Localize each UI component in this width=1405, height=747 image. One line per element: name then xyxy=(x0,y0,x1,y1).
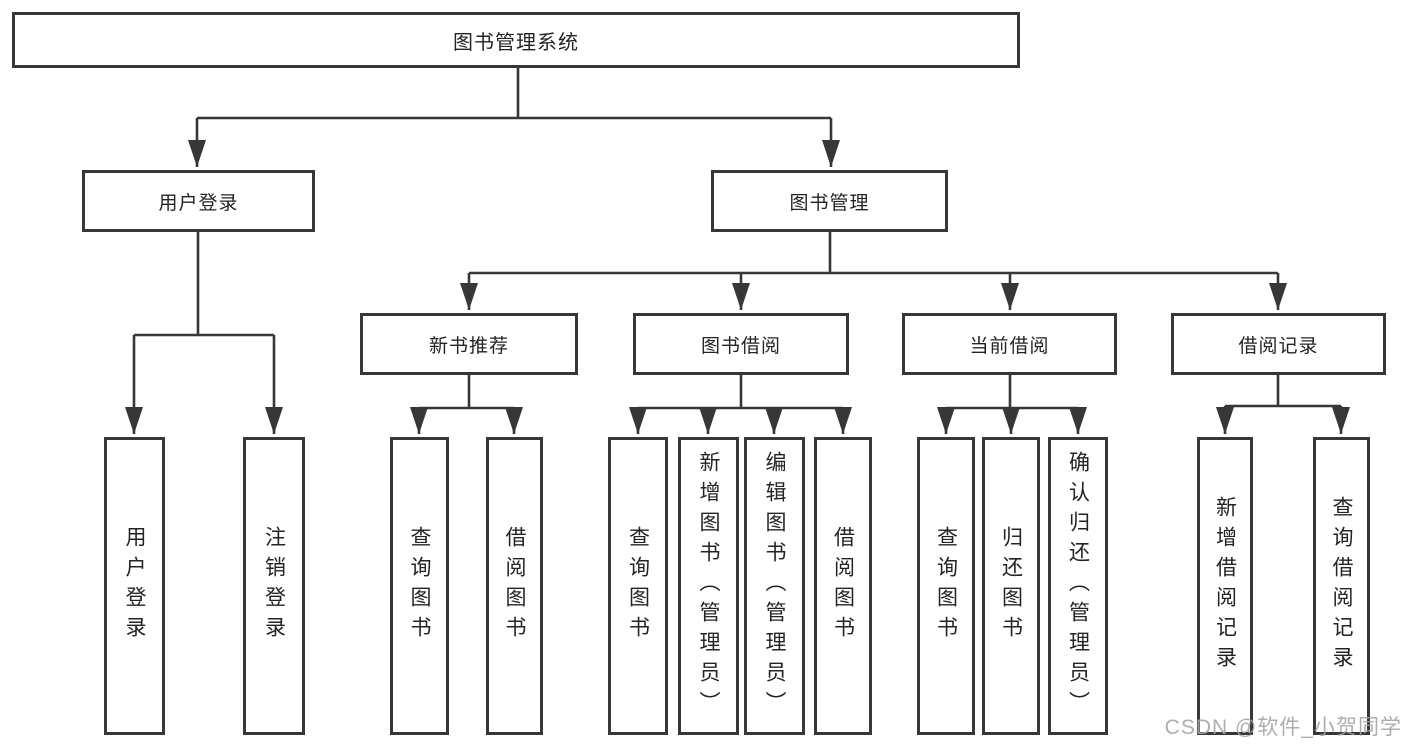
node-query-books-recommend: 查询图书 xyxy=(390,437,449,735)
node-confirm-return-admin: 确认归还（管理员） xyxy=(1048,437,1108,735)
node-add-book-admin: 新增图书（管理员） xyxy=(678,437,739,735)
node-book-management: 图书管理 xyxy=(711,170,948,232)
node-query-borrow-record: 查询借阅记录 xyxy=(1313,437,1370,735)
node-user-login: 用户登录 xyxy=(82,170,315,232)
node-user-login-leaf: 用户登录 xyxy=(104,437,165,735)
node-logout: 注销登录 xyxy=(243,437,305,735)
node-book-borrowing: 图书借阅 xyxy=(633,313,849,375)
watermark: CSDN @软件_小贺同学 xyxy=(1164,716,1402,739)
node-borrowing-records: 借阅记录 xyxy=(1171,313,1386,375)
node-library-management-system: 图书管理系统 xyxy=(12,12,1020,68)
node-current-borrowing: 当前借阅 xyxy=(902,313,1117,375)
node-add-borrow-record: 新增借阅记录 xyxy=(1197,437,1253,735)
node-edit-book-admin: 编辑图书（管理员） xyxy=(744,437,805,735)
node-query-books-borrowing: 查询图书 xyxy=(608,437,668,735)
node-query-books-current: 查询图书 xyxy=(917,437,975,735)
node-borrow-books-borrowing: 借阅图书 xyxy=(814,437,872,735)
node-return-book: 归还图书 xyxy=(982,437,1040,735)
node-new-book-recommendation: 新书推荐 xyxy=(360,313,578,375)
node-borrow-books-recommend: 借阅图书 xyxy=(486,437,543,735)
